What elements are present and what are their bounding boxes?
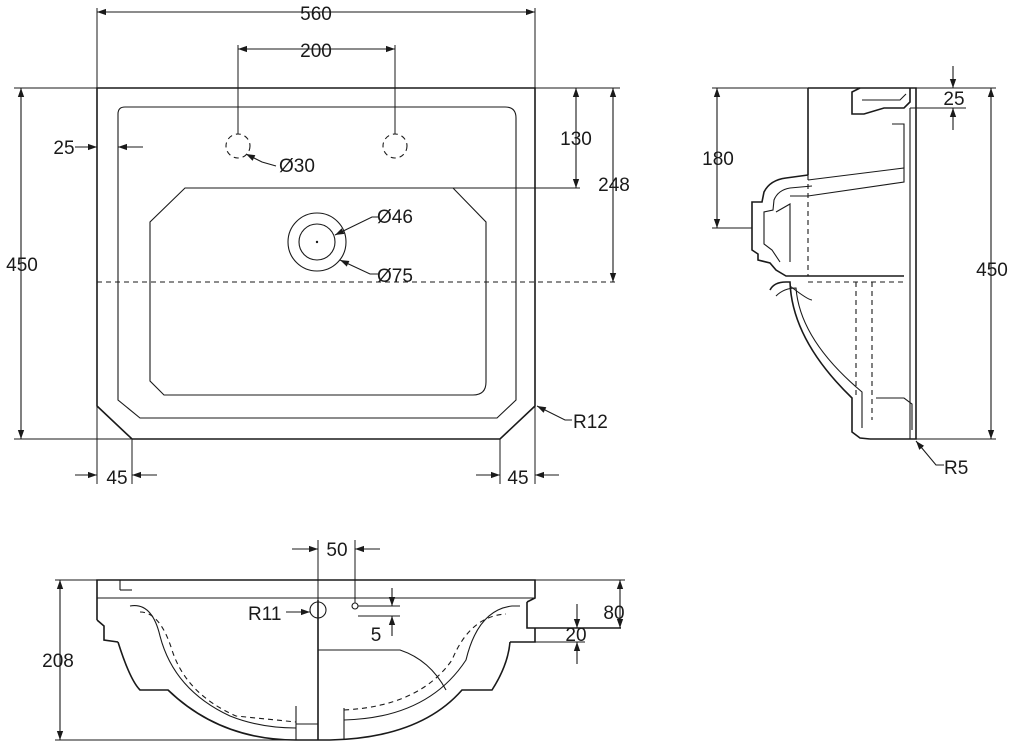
dim-tap-hole-dia: Ø30 bbox=[279, 156, 315, 177]
dim-chamfer-right: 45 bbox=[507, 468, 528, 489]
dim-width: 560 bbox=[300, 4, 332, 25]
dim-overflow-radius: R11 bbox=[248, 604, 281, 625]
dim-corner-radius: R12 bbox=[573, 412, 608, 433]
dim-overflow-gap: 5 bbox=[371, 625, 382, 646]
dim-side-edge-radius: R5 bbox=[944, 458, 968, 479]
front-view: 50 R11 5 80 20 208 bbox=[42, 540, 625, 741]
dim-deck-height: 80 bbox=[603, 603, 624, 624]
dim-chamfer-left: 45 bbox=[106, 468, 127, 489]
dim-plan-depth: 450 bbox=[6, 255, 38, 276]
dim-tap-spacing: 200 bbox=[300, 41, 332, 62]
dim-side-waste-height: 180 bbox=[702, 149, 734, 170]
dim-waste-inner-dia: Ø46 bbox=[377, 207, 413, 228]
dim-tap-offset: 130 bbox=[560, 129, 592, 150]
dim-lip-height: 20 bbox=[565, 625, 586, 646]
dim-overflow-line: 248 bbox=[598, 175, 630, 196]
dim-rim: 25 bbox=[53, 138, 74, 159]
dim-total-height: 208 bbox=[42, 651, 74, 672]
dim-side-depth: 450 bbox=[976, 260, 1008, 281]
plan-view: 560 200 450 25 Ø30 130 248 Ø46 Ø75 R12 4… bbox=[6, 4, 630, 489]
dim-overflow-offset: 50 bbox=[326, 540, 347, 561]
dim-side-rim-height: 25 bbox=[943, 89, 964, 110]
side-view: 25 180 450 R5 bbox=[702, 66, 1008, 479]
dim-waste-outer-dia: Ø75 bbox=[377, 266, 413, 287]
